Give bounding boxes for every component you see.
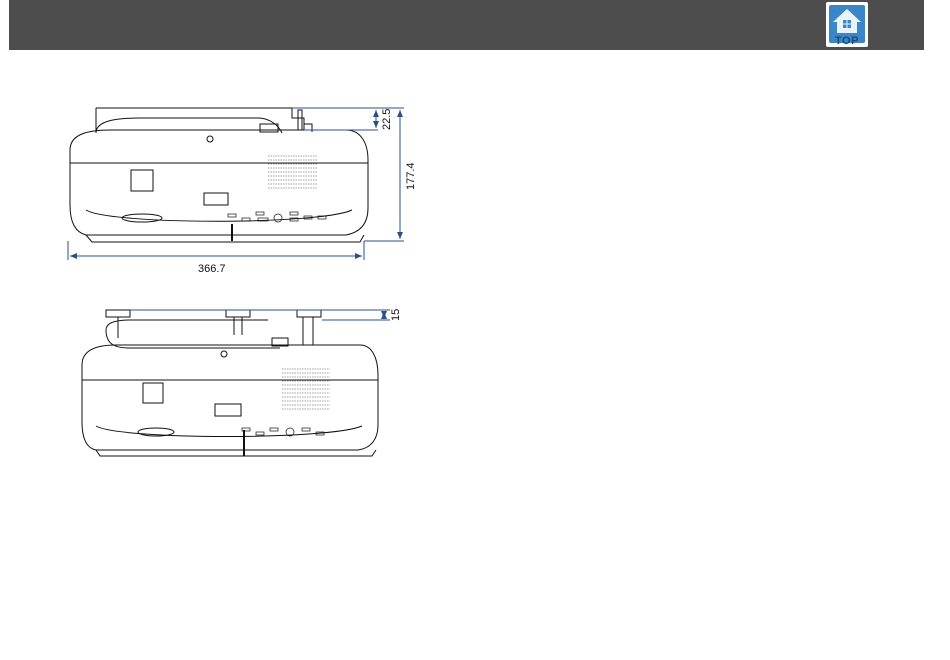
projector-mounted-view: [82, 310, 378, 456]
upper-vent-grille: [268, 156, 318, 188]
dimension-mount-offset: 15: [390, 309, 402, 321]
projector-front-view: [70, 108, 368, 242]
dimension-height: 177.4: [405, 162, 417, 190]
lower-dimension-lines: [130, 310, 390, 320]
lower-vent-grille: [282, 369, 330, 409]
dimension-top-offset: 22.5: [381, 109, 393, 130]
dimension-width: 366.7: [198, 263, 226, 275]
